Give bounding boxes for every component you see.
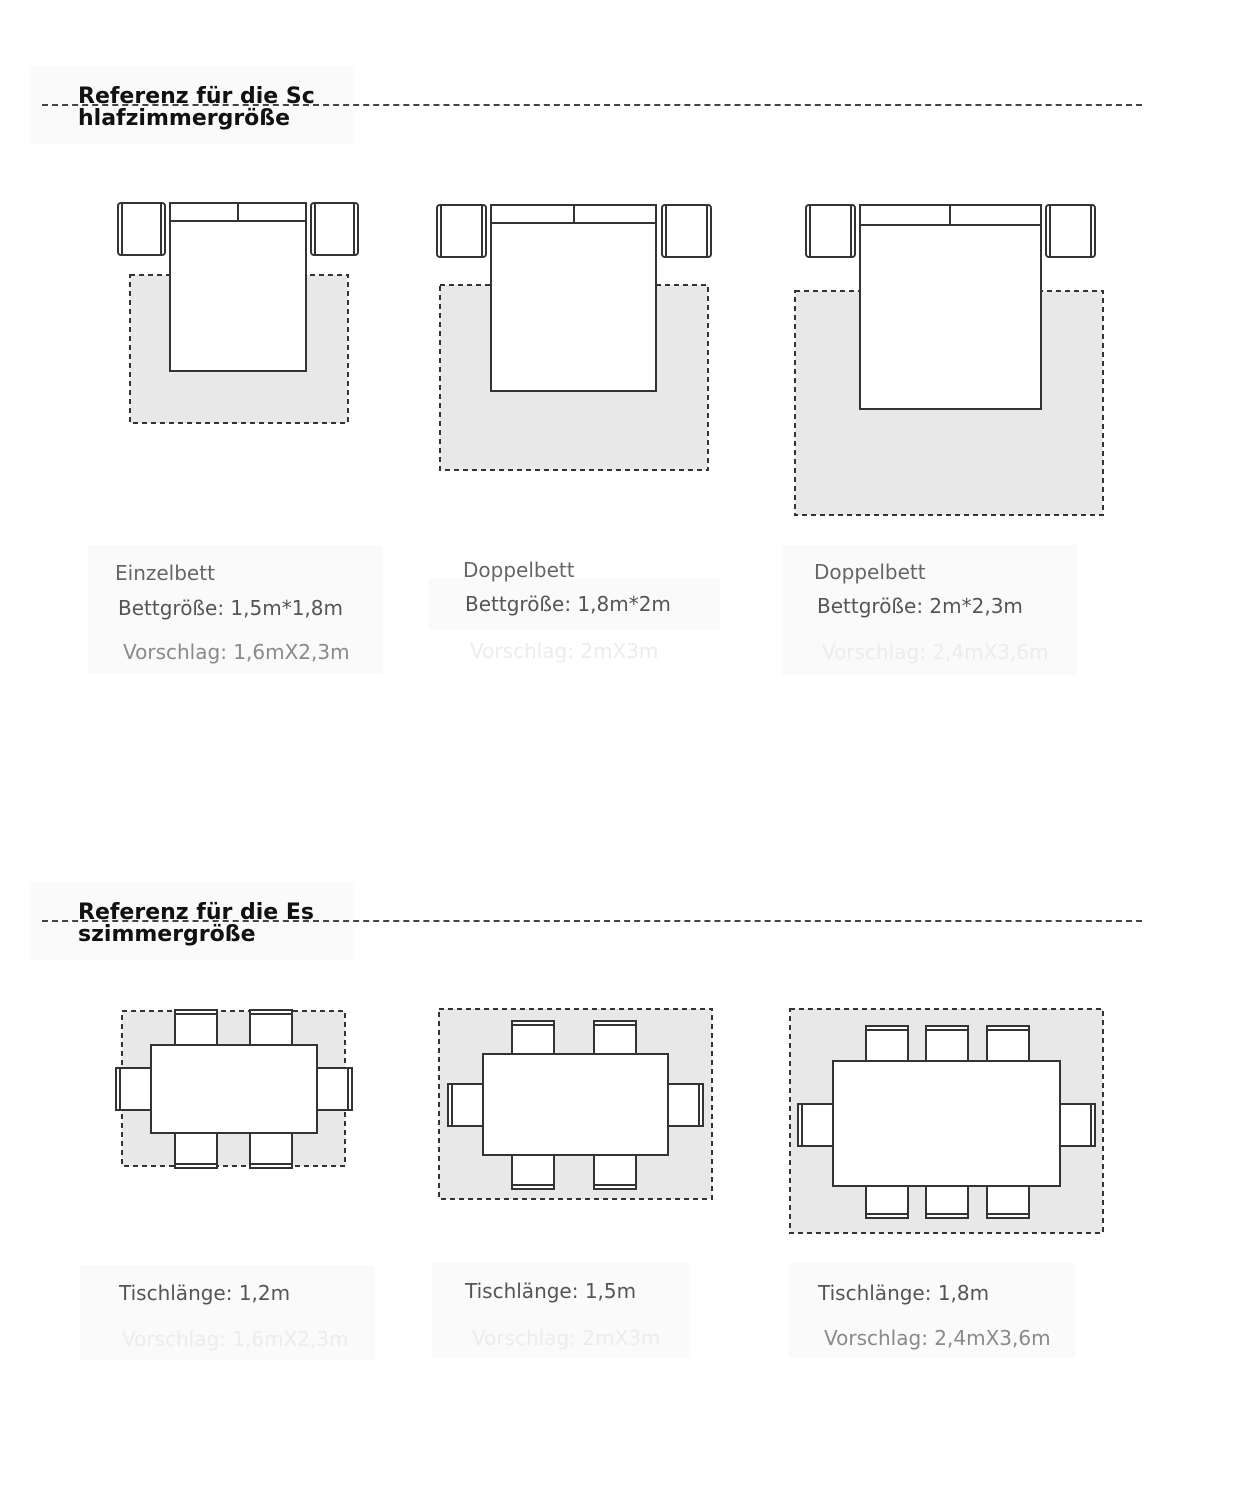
dining-layout-3 bbox=[789, 1008, 1104, 1234]
dining-table-1 bbox=[150, 1044, 318, 1134]
table-length-label-1: Tischlänge: 1,2m bbox=[119, 1281, 291, 1305]
chair-top-3c bbox=[986, 1025, 1030, 1063]
suggestion-label-3: Vorschlag: 2,4mX3,6m bbox=[822, 640, 1049, 664]
table-length-label-3: Tischlänge: 1,8m bbox=[818, 1281, 990, 1305]
chair-top-3b bbox=[925, 1025, 969, 1063]
bed-size-label-3: Bettgröße: 2m*2,3m bbox=[817, 594, 1023, 618]
dining-label-box-1 bbox=[80, 1265, 375, 1360]
chair-bottom-1a bbox=[174, 1131, 218, 1169]
nightstand-right-1 bbox=[310, 202, 359, 256]
chair-right-2 bbox=[666, 1083, 704, 1127]
chair-right-1 bbox=[315, 1067, 353, 1111]
chair-top-3a bbox=[865, 1025, 909, 1063]
chair-bottom-3b bbox=[925, 1181, 969, 1219]
bedroom-divider bbox=[42, 104, 1142, 106]
chair-bottom-2b bbox=[593, 1153, 637, 1190]
chair-bottom-1b bbox=[249, 1131, 293, 1169]
chair-top-1b bbox=[249, 1009, 293, 1047]
chair-left-3 bbox=[797, 1103, 835, 1147]
bed-type-label-2: Doppelbett bbox=[463, 558, 575, 582]
nightstand-left-2 bbox=[436, 204, 487, 258]
chair-left-2 bbox=[447, 1083, 485, 1127]
bed-size-label-2: Bettgröße: 1,8m*2m bbox=[465, 592, 671, 616]
dining-suggestion-label-3: Vorschlag: 2,4mX3,6m bbox=[824, 1326, 1051, 1350]
dining-label-box-3 bbox=[788, 1263, 1076, 1358]
single-bed-layout bbox=[117, 202, 359, 424]
dining-layout-1 bbox=[115, 1009, 353, 1169]
chair-bottom-3a bbox=[865, 1181, 909, 1219]
dining-suggestion-label-2: Vorschlag: 2mX3m bbox=[472, 1326, 661, 1350]
large-double-bed-layout bbox=[794, 204, 1104, 516]
suggestion-label-2: Vorschlag: 2mX3m bbox=[470, 639, 659, 663]
bedroom-label-box-1 bbox=[88, 545, 383, 673]
dining-table-2 bbox=[482, 1053, 669, 1156]
suggestion-label-1: Vorschlag: 1,6mX2,3m bbox=[123, 640, 350, 664]
nightstand-left-1 bbox=[117, 202, 166, 256]
dining-suggestion-label-1: Vorschlag: 1,6mX2,3m bbox=[122, 1327, 349, 1351]
dining-diagrams bbox=[115, 1008, 1104, 1234]
nightstand-right-3 bbox=[1045, 204, 1096, 258]
chair-right-3 bbox=[1058, 1103, 1096, 1147]
nightstand-right-2 bbox=[661, 204, 712, 258]
bed-type-label-1: Einzelbett bbox=[115, 561, 215, 585]
dining-layout-2 bbox=[438, 1008, 713, 1200]
bed-3 bbox=[859, 224, 1042, 410]
dining-label-box-2 bbox=[432, 1263, 690, 1358]
chair-bottom-3c bbox=[986, 1181, 1030, 1219]
bedroom-label-box-3 bbox=[782, 545, 1077, 675]
chair-left-1 bbox=[115, 1067, 153, 1111]
bed-size-label-1: Bettgröße: 1,5m*1,8m bbox=[118, 596, 343, 620]
nightstand-left-3 bbox=[805, 204, 856, 258]
dining-divider bbox=[42, 920, 1142, 922]
chair-top-1a bbox=[174, 1009, 218, 1047]
chair-top-2b bbox=[593, 1020, 637, 1057]
bedroom-label-box-2 bbox=[428, 578, 720, 630]
chair-bottom-2a bbox=[511, 1153, 555, 1190]
dining-section-title: Referenz für die Esszimmergröße bbox=[78, 900, 314, 947]
bedroom-section-title: Referenz für die Schlafzimmergröße bbox=[78, 84, 315, 131]
dining-table-3 bbox=[832, 1060, 1061, 1187]
bed-type-label-3: Doppelbett bbox=[814, 560, 926, 584]
table-length-label-2: Tischlänge: 1,5m bbox=[465, 1279, 637, 1303]
chair-top-2a bbox=[511, 1020, 555, 1057]
bedroom-diagrams bbox=[117, 202, 1104, 516]
double-bed-layout bbox=[436, 204, 712, 471]
